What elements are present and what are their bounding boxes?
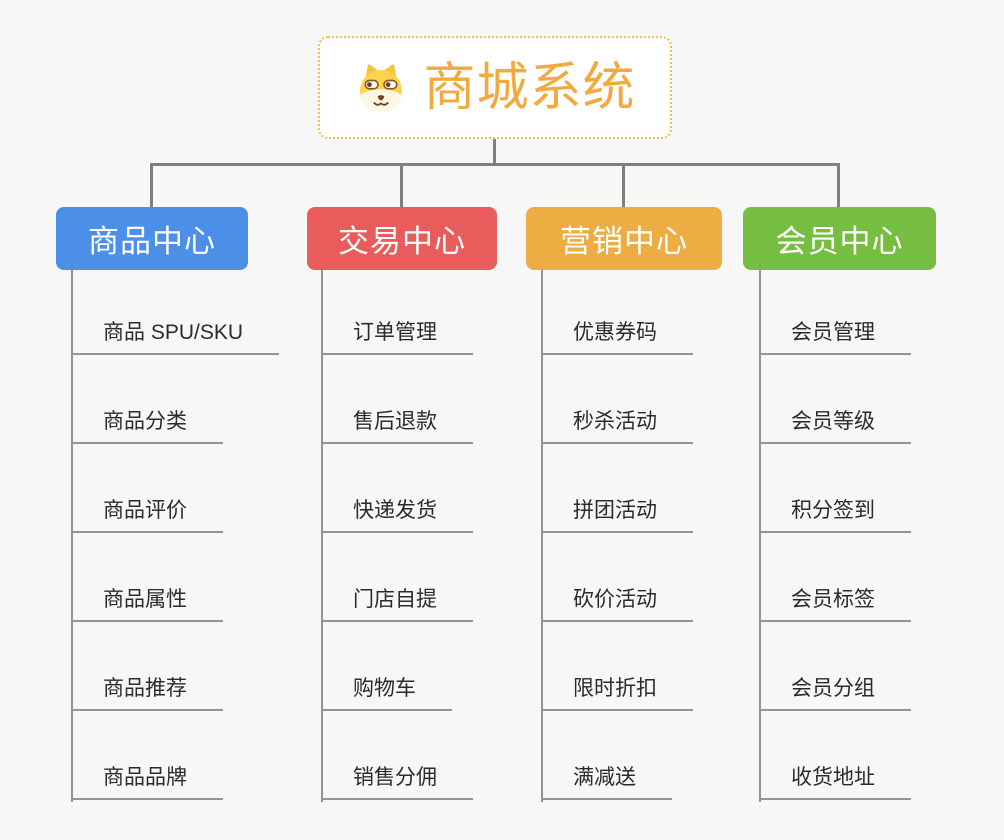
leaf-node[interactable]: 售后退款 [321, 397, 473, 444]
leaf-node[interactable]: 商品品牌 [71, 753, 223, 800]
connector-branch-stub [622, 163, 625, 207]
leaf-node[interactable]: 门店自提 [321, 575, 473, 622]
leaf-node[interactable]: 会员等级 [759, 397, 911, 444]
connector-trunk [541, 270, 543, 802]
root-title: 商城系统 [423, 58, 636, 117]
leaf-node[interactable]: 满减送 [541, 753, 672, 800]
leaf-node[interactable]: 商品 SPU/SKU [71, 308, 280, 355]
connector-branch-stub [400, 163, 403, 207]
leaf-node[interactable]: 订单管理 [321, 308, 473, 355]
leaf-node[interactable]: 会员管理 [759, 308, 911, 355]
leaf-node[interactable]: 优惠券码 [541, 308, 693, 355]
leaf-node[interactable]: 商品分类 [71, 397, 223, 444]
leaf-node[interactable]: 商品推荐 [71, 664, 223, 711]
leaf-node[interactable]: 商品属性 [71, 575, 223, 622]
connector-root-stub [493, 139, 496, 166]
leaf-node[interactable]: 商品评价 [71, 486, 223, 533]
dog-face-icon [354, 61, 408, 115]
root-node[interactable]: 商城系统 [318, 36, 672, 139]
connector-branch-stub [150, 163, 153, 207]
leaf-node[interactable]: 砍价活动 [541, 575, 693, 622]
connector-trunk [321, 270, 323, 802]
branch-node-marketing[interactable]: 营销中心 [526, 207, 722, 270]
branch-node-member[interactable]: 会员中心 [743, 207, 936, 270]
leaf-node[interactable]: 会员标签 [759, 575, 911, 622]
leaf-node[interactable]: 积分签到 [759, 486, 911, 533]
connector-branch-stub [837, 163, 840, 207]
branch-node-product[interactable]: 商品中心 [56, 207, 248, 270]
connector-horizontal [150, 163, 840, 166]
connector-trunk [71, 270, 73, 802]
connector-trunk [759, 270, 761, 802]
leaf-node[interactable]: 快递发货 [321, 486, 473, 533]
leaf-node[interactable]: 会员分组 [759, 664, 911, 711]
leaf-node[interactable]: 限时折扣 [541, 664, 693, 711]
leaf-node[interactable]: 收货地址 [759, 753, 911, 800]
leaf-node[interactable]: 销售分佣 [321, 753, 473, 800]
leaf-node[interactable]: 拼团活动 [541, 486, 693, 533]
branch-node-trade[interactable]: 交易中心 [307, 207, 497, 270]
leaf-node[interactable]: 购物车 [321, 664, 452, 711]
leaf-node[interactable]: 秒杀活动 [541, 397, 693, 444]
